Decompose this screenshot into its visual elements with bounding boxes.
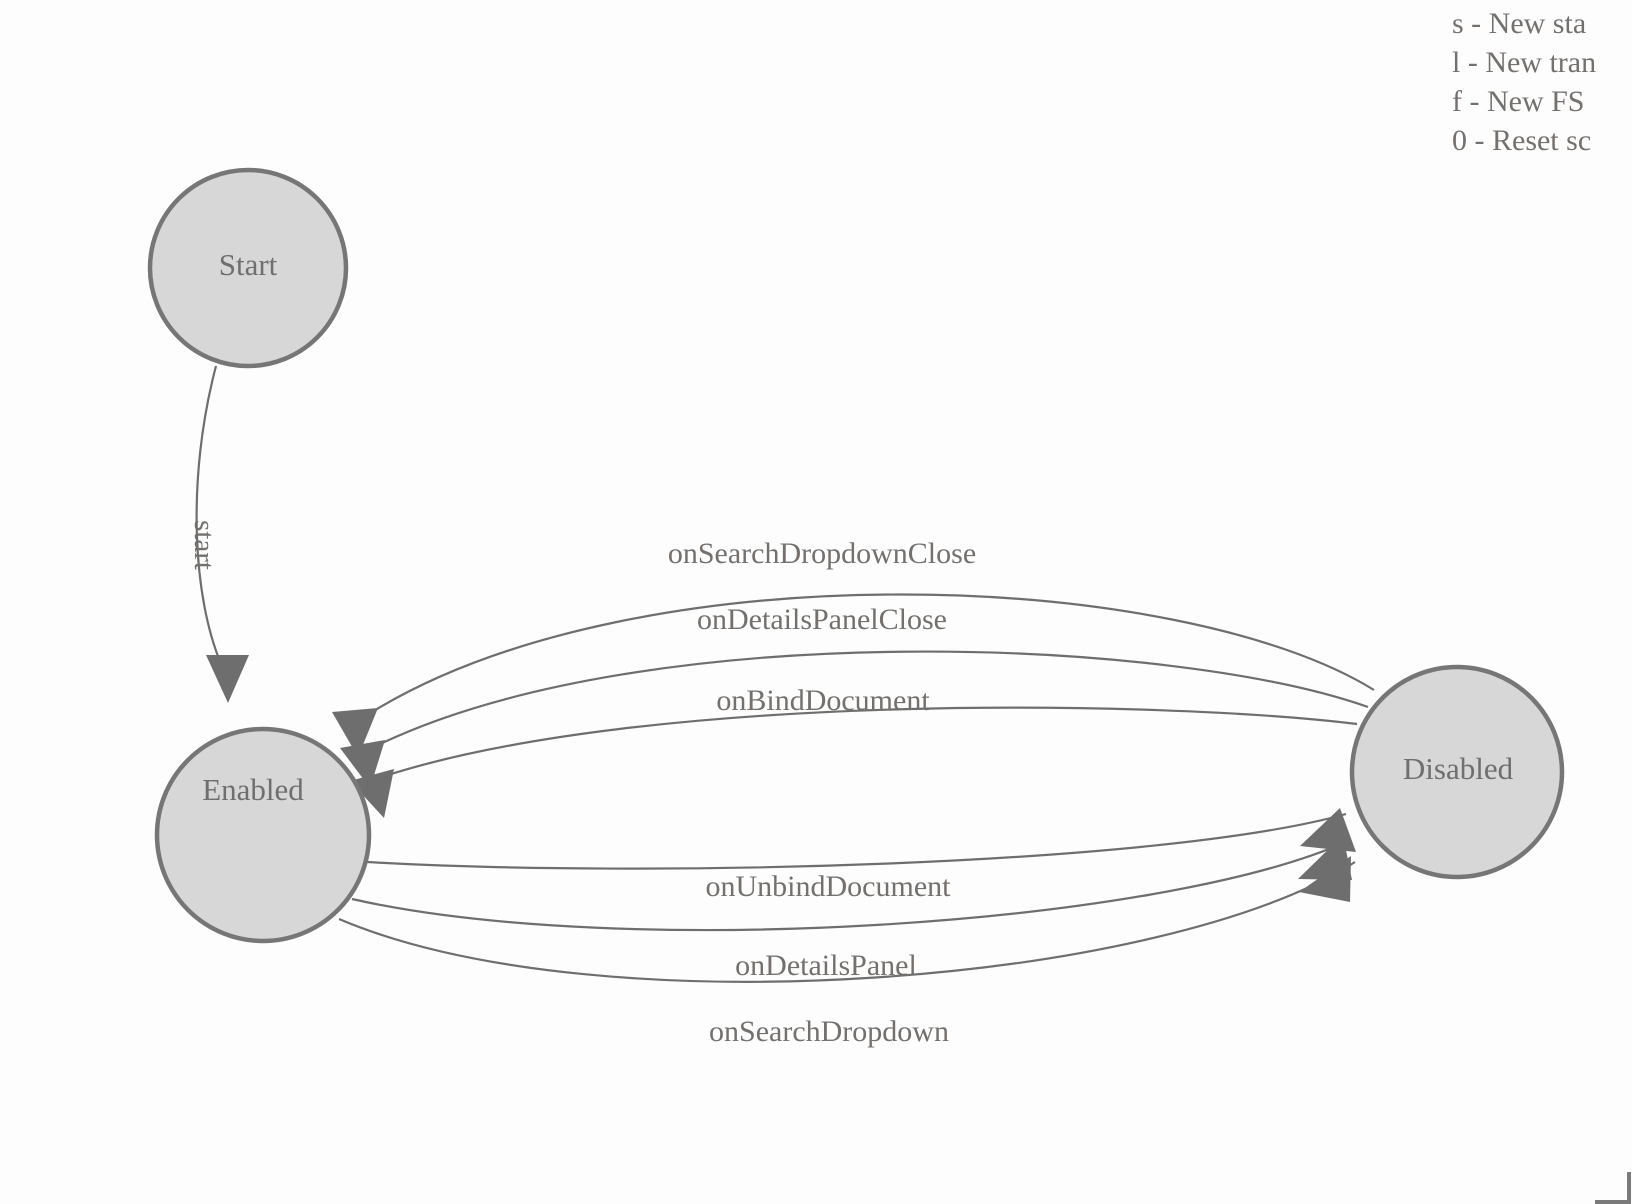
transition-label-onSearchDropdownClose: onSearchDropdownClose [668, 537, 976, 570]
transition-onSearchDropdownClose[interactable]: onSearchDropdownClose [332, 537, 1375, 757]
transition-onBindDocument[interactable]: onBindDocument [350, 684, 1358, 818]
edge-path-start[interactable] [195, 365, 224, 667]
transition-label-onDetailsPanelClose: onDetailsPanelClose [697, 603, 947, 636]
transition-onSearchDropdown[interactable]: onSearchDropdown [338, 856, 1356, 1048]
edge-path-onSearchDropdownClose[interactable] [371, 593, 1375, 713]
edge-arrowhead-onSearchDropdownClose [332, 708, 378, 757]
state-label-enabled: Enabled [202, 772, 304, 807]
edge-arrowhead-onSearchDropdown [1299, 856, 1351, 902]
edge-path-onSearchDropdown[interactable] [338, 861, 1356, 983]
state-node-enabled[interactable]: Enabled [154, 726, 372, 944]
help-line-new-state: s - New sta [1452, 7, 1587, 40]
transition-label-start: start [188, 520, 220, 570]
transition-label-onUnbindDocument: onUnbindDocument [706, 870, 952, 903]
transition-label-onSearchDropdown: onSearchDropdown [709, 1015, 949, 1048]
edge-path-onDetailsPanelClose[interactable] [377, 650, 1369, 746]
state-label-start: Start [219, 247, 278, 282]
transition-label-onBindDocument: onBindDocument [716, 684, 930, 717]
edge-arrowhead-start [206, 655, 249, 703]
state-circle-enabled[interactable] [154, 726, 372, 944]
help-line-reset-scene: 0 - Reset sc [1452, 124, 1592, 157]
transition-start[interactable]: start [188, 365, 249, 703]
transition-onUnbindDocument[interactable]: onUnbindDocument [366, 808, 1356, 903]
state-node-start[interactable]: Start [147, 167, 349, 369]
resize-handle[interactable] [1595, 1172, 1632, 1204]
help-line-new-fsm: f - New FS [1452, 85, 1585, 118]
edge-path-onDetailsPanel[interactable] [351, 839, 1349, 932]
resize-handle-horizontal-bar [1595, 1200, 1631, 1204]
state-circle-start[interactable] [147, 167, 349, 369]
state-node-disabled[interactable]: Disabled [1349, 664, 1565, 880]
edge-path-onUnbindDocument[interactable] [366, 812, 1347, 870]
transition-onDetailsPanel[interactable]: onDetailsPanel [351, 835, 1352, 982]
edge-arrowhead-onUnbindDocument [1300, 808, 1356, 852]
edge-path-onBindDocument[interactable] [387, 706, 1358, 777]
state-circle-disabled[interactable] [1349, 664, 1565, 880]
shortcuts-help-panel: s - New sta l - New tran f - New FS 0 - … [1422, 0, 1632, 160]
help-line-new-transition: l - New tran [1452, 46, 1597, 79]
edge-arrowhead-onBindDocument [350, 769, 394, 818]
resize-handle-vertical-bar [1627, 1172, 1631, 1204]
state-label-disabled: Disabled [1403, 751, 1514, 786]
